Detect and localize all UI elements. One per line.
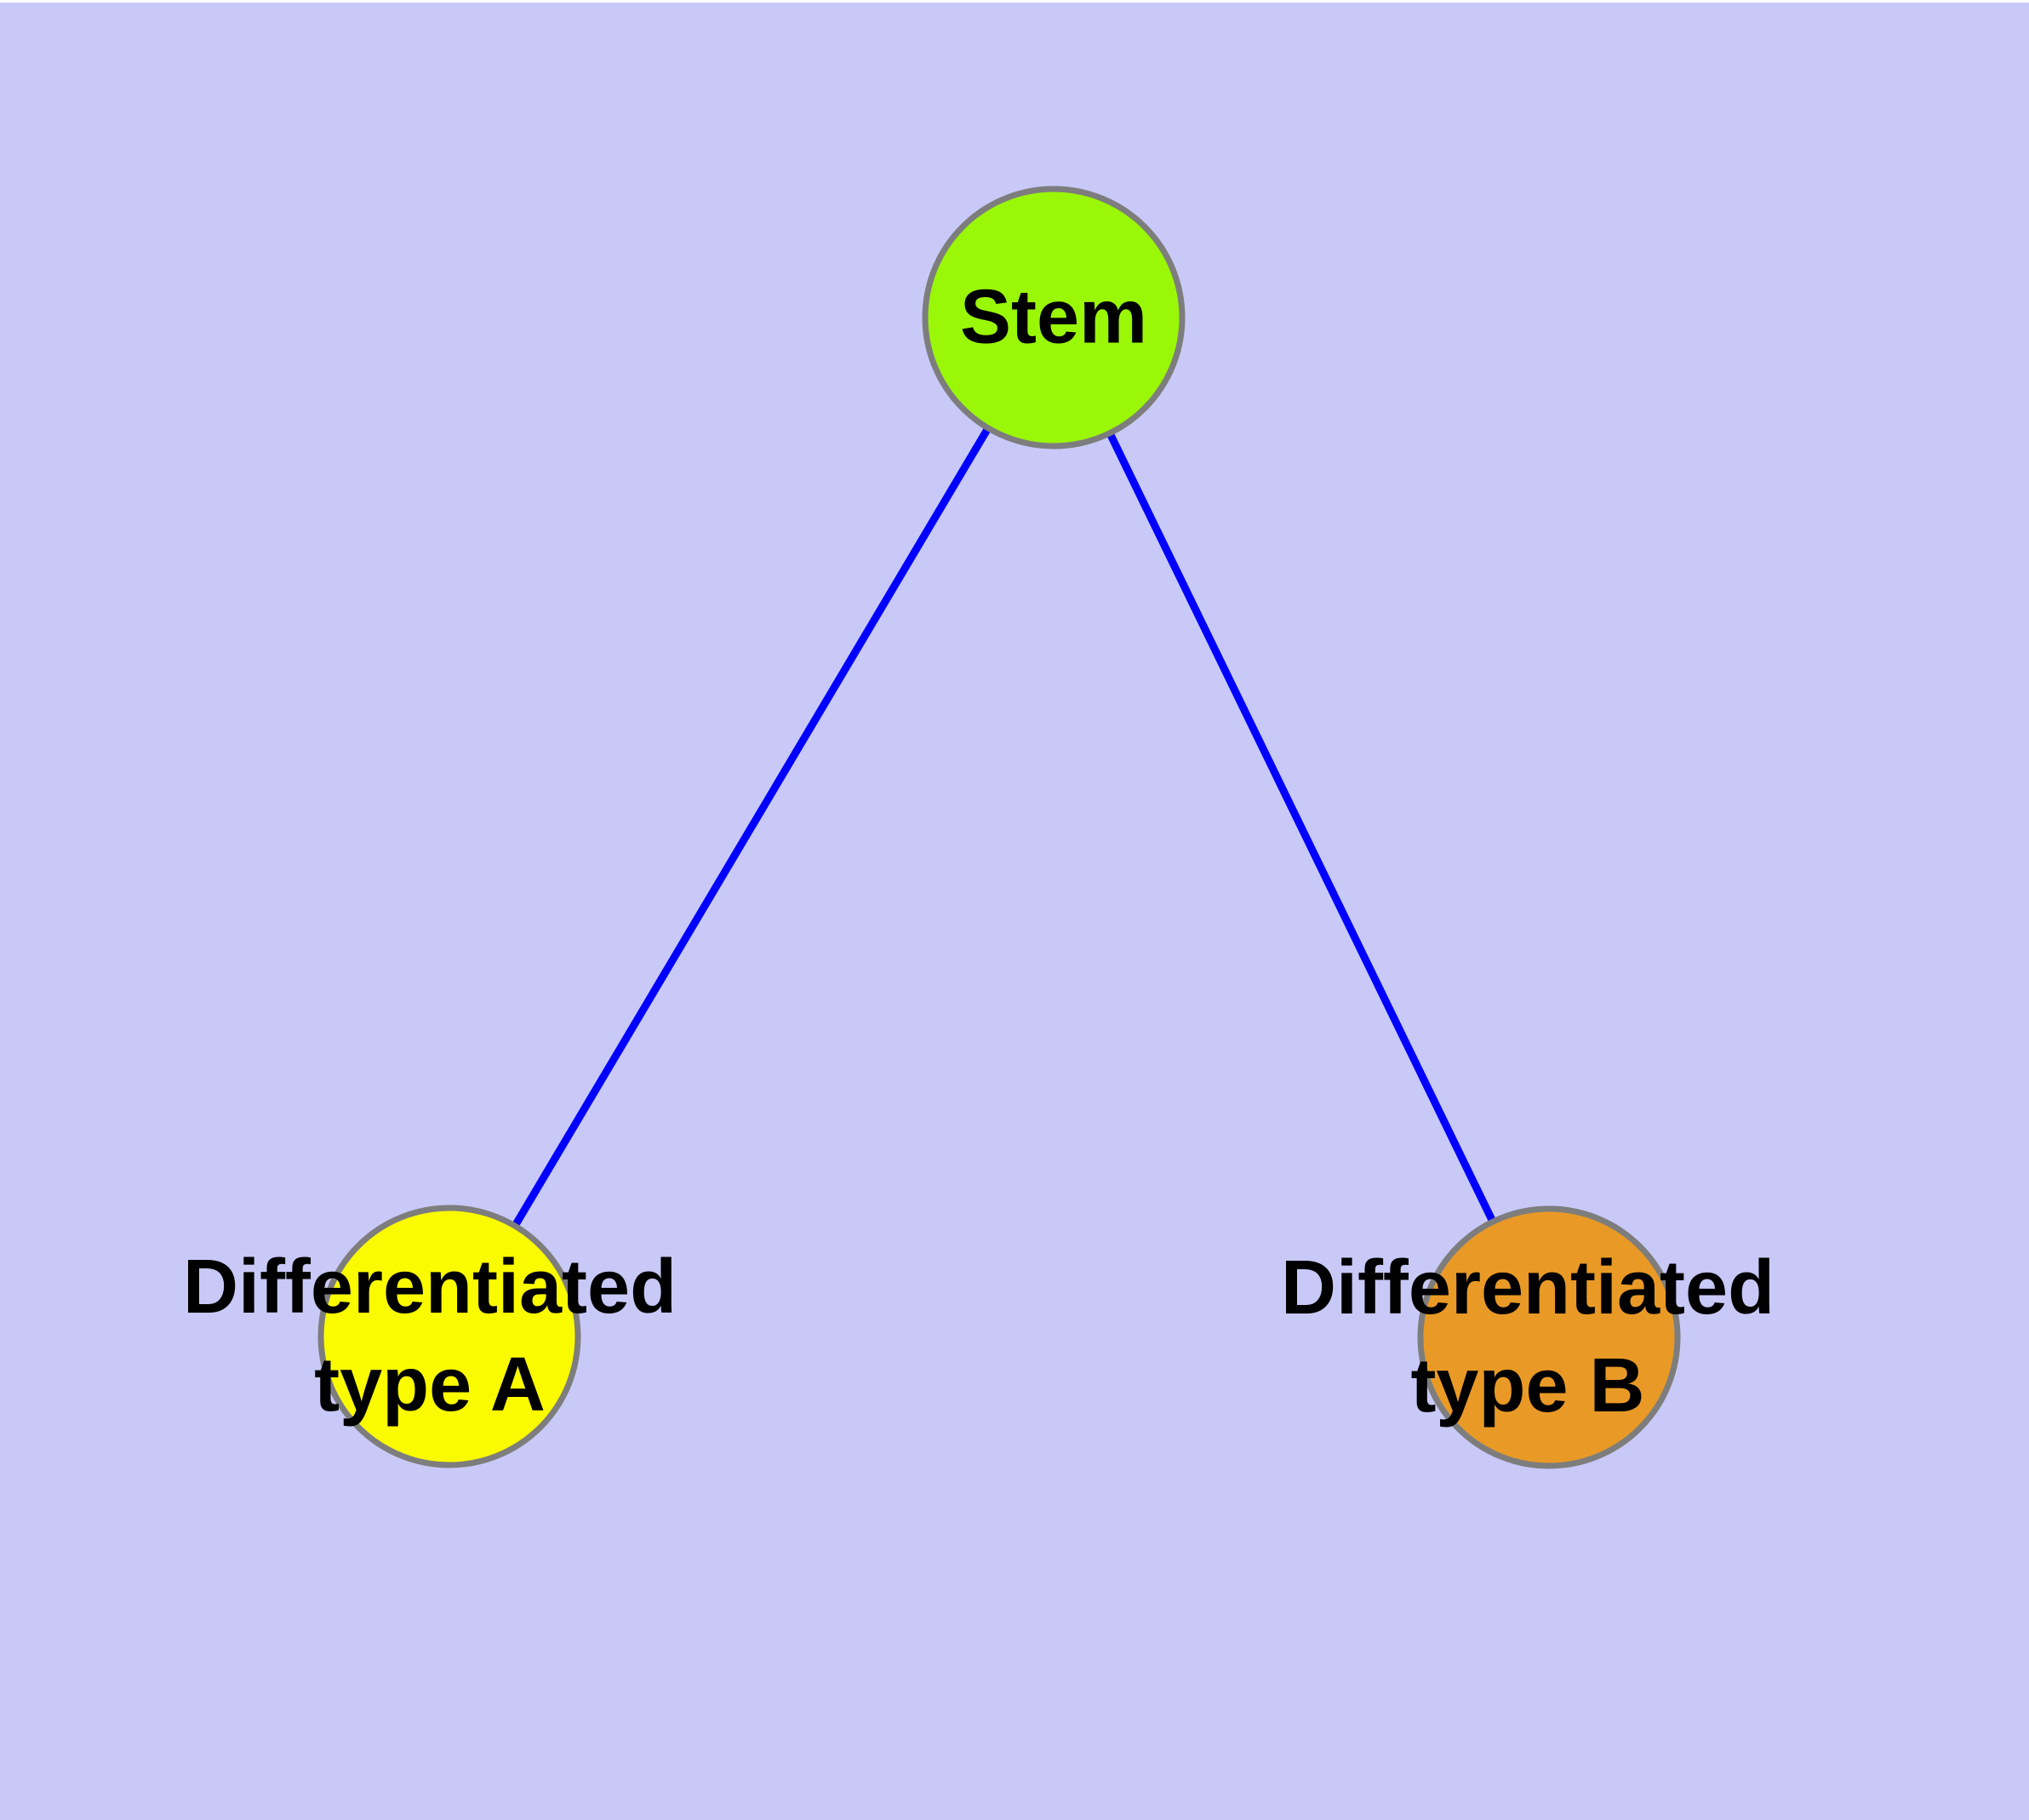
node-stem-circle (922, 186, 1186, 449)
node-stem-label: Stem (959, 274, 1148, 360)
node-differentiated-type-a-circle (317, 1205, 581, 1468)
edge-stem-to-type-a (446, 315, 1057, 1339)
node-differentiated-type-b-label: Differentiated type B (1280, 1245, 1775, 1428)
top-window-edge (0, 0, 2029, 3)
edge-stem-to-type-b (1049, 316, 1553, 1339)
node-differentiated-type-b-circle (1417, 1205, 1681, 1469)
node-differentiated-type-a-label: Differentiated type A (182, 1245, 677, 1428)
